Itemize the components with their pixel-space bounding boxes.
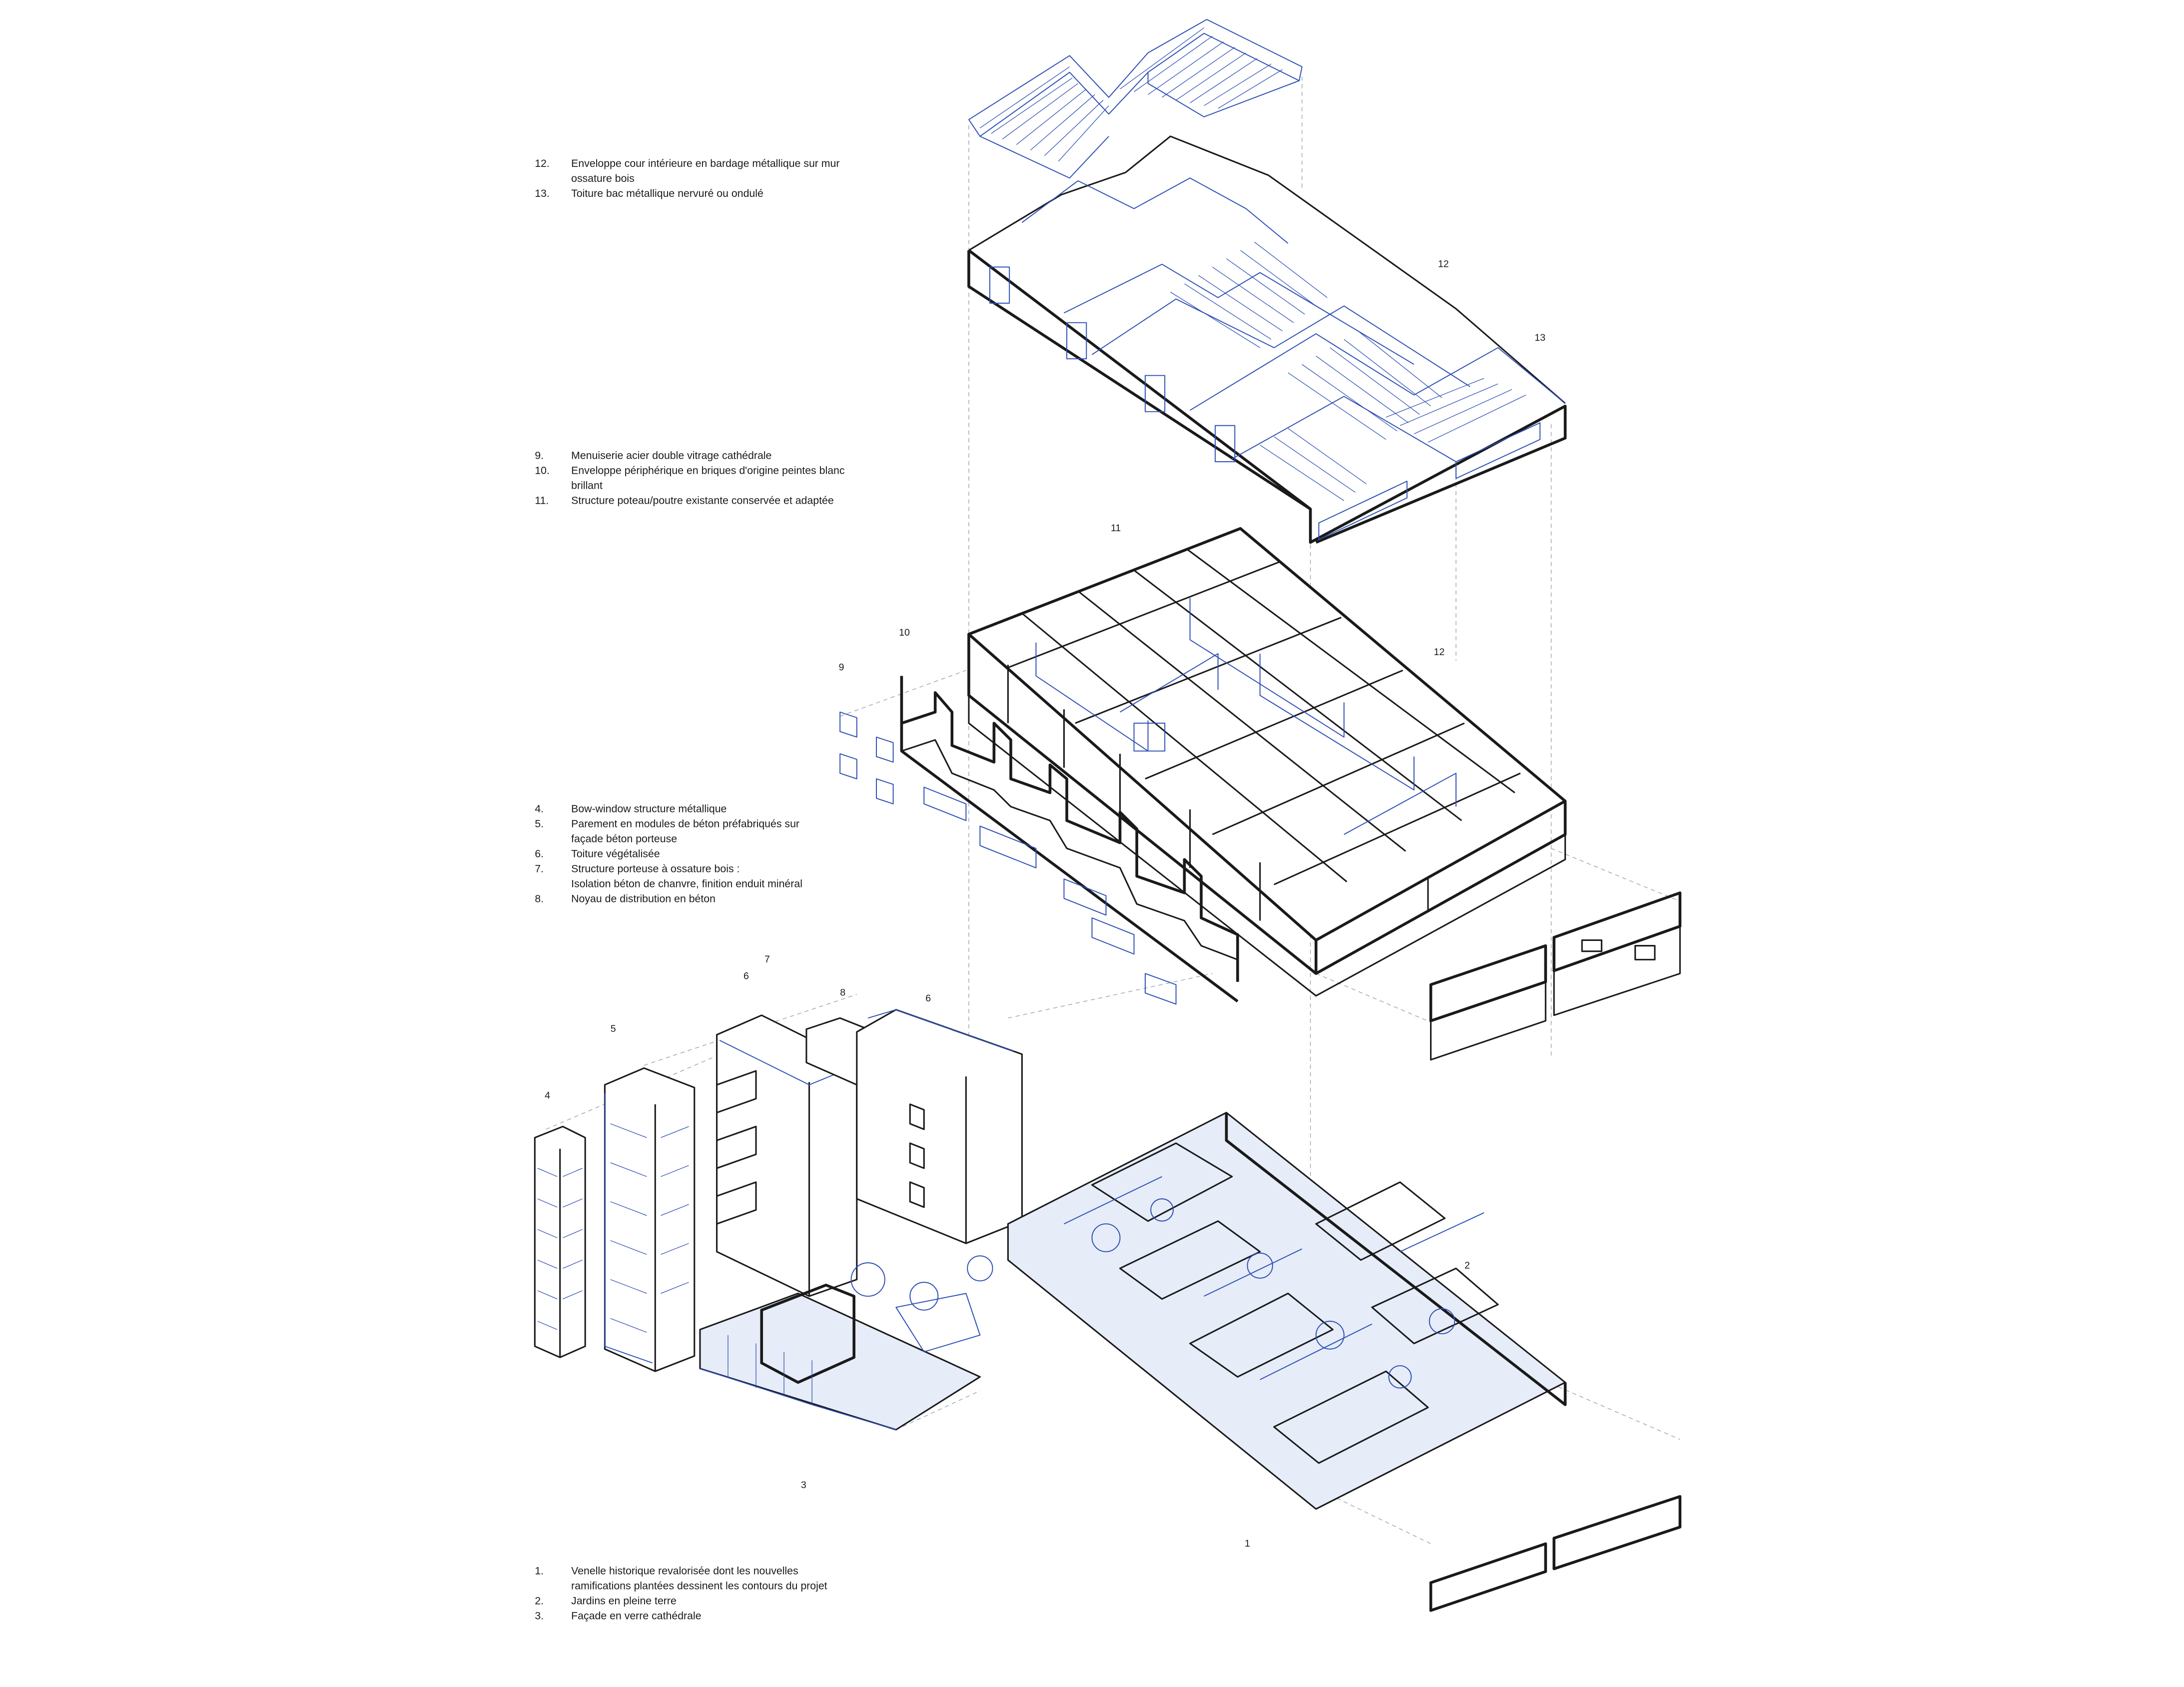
window-panels [839,712,1177,1005]
roof-layer: 12 13 [967,18,1567,544]
legend-item-6-num: 6. [535,848,544,860]
glass-facade-annex [699,1283,981,1431]
legend-ground: 1. Venelle historique revalorisée dont l… [535,1566,827,1622]
callout-structure-9: 9 [839,662,844,673]
callout-roof-13: 13 [1534,332,1545,343]
structure-layer: 11 10 12 9 [839,523,1682,1061]
structure-columns [1007,665,1429,921]
legend-item-7-line2: Isolation béton de chanvre, finition end… [571,878,802,890]
callout-ground-1: 1 [1245,1538,1250,1549]
callout-roof-12: 12 [1438,258,1449,269]
callout-ground-2: 2 [1464,1260,1470,1271]
callout-housing-4: 4 [545,1090,550,1101]
housing-main-block [716,1009,1023,1297]
callout-housing-6b: 6 [925,993,931,1004]
legend-item-4-line1: Bow-window structure métallique [571,803,727,815]
ground-floor-slab [1008,1112,1565,1509]
legend-item-9-line1: Menuiserie acier double vitrage cathédra… [571,450,771,462]
legend-item-8-num: 8. [535,893,544,905]
legend-item-3-num: 3. [535,1611,544,1622]
legend-item-9-num: 9. [535,450,544,462]
bow-window-tower [534,1125,586,1358]
legend-item-10-num: 10. [535,465,550,477]
callout-housing-7: 7 [764,954,770,965]
legend-item-6-line1: Toiture végétalisée [571,848,660,860]
legend-item-12-line1: Enveloppe cour intérieure en bardage mét… [571,158,839,169]
legend-item-7-line1: Structure porteuse à ossature bois : [571,863,739,875]
sawtooth-roofs [1021,177,1566,501]
callout-ground-3: 3 [801,1480,806,1491]
legend-item-3-line1: Façade en verre cathédrale [571,1611,701,1622]
legend-item-5-line2: façade béton porteuse [571,834,677,845]
ground-courtyards [850,1176,1484,1389]
structure-walls [1035,598,1456,835]
callout-structure-11: 11 [1111,523,1121,534]
legend-item-2-num: 2. [535,1596,544,1607]
legend-item-2-line1: Jardins en pleine terre [571,1596,677,1607]
legend-item-13-line1: Toiture bac métallique nervuré ou ondulé [571,188,763,199]
legend-item-1-num: 1. [535,1566,544,1577]
ground-partitions [1091,1142,1499,1464]
housing-layer: 7 6 8 6 5 4 [534,954,1023,1372]
legend-item-7-num: 7. [535,863,544,875]
roof-sheets-top [968,18,1303,179]
callout-housing-6a: 6 [743,970,749,981]
legend-item-1-line2: ramifications plantées dessinent les con… [571,1581,827,1592]
legend-housing: 4. Bow-window structure métallique 5. Pa… [535,803,802,904]
cladding-tower [604,1067,696,1372]
legend-item-5-line1: Parement en modules de béton préfabriqué… [571,818,799,830]
roof-facade-openings [989,266,1541,540]
legend-item-12-line2: ossature bois [571,173,635,184]
legend-roof: 12. Enveloppe cour intérieure en bardage… [535,158,839,199]
legend-item-4-num: 4. [535,803,544,815]
legend-item-10-line1: Enveloppe périphérique en briques d'orig… [571,465,845,477]
legend-item-8-line1: Noyau de distribution en béton [571,893,716,905]
legend-item-11-line1: Structure poteau/poutre existante conser… [571,495,834,507]
legend-item-11-num: 11. [535,495,549,507]
brick-envelope-strips [900,676,1239,1003]
legend-item-5-num: 5. [535,818,544,830]
concrete-envelope-pieces [1429,891,1682,1061]
structure-grid [1007,549,1521,885]
ground-layer: 2 3 1 [699,1112,1682,1612]
callout-structure-12: 12 [1434,647,1445,658]
callout-housing-8: 8 [840,987,845,998]
legend-item-12-num: 12. [535,158,550,169]
callout-housing-5: 5 [611,1023,616,1034]
legend-item-10-line2: brillant [571,480,603,492]
legend-item-1-line1: Venelle historique revalorisée dont les … [571,1566,798,1577]
detached-wall-segments [1429,1495,1682,1612]
legend-item-13-num: 13. [535,188,550,199]
legend-structure: 9. Menuiserie acier double vitrage cathé… [535,450,845,507]
callout-structure-10: 10 [899,627,910,638]
